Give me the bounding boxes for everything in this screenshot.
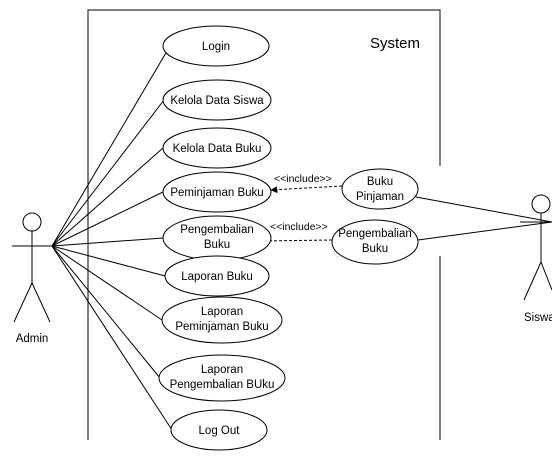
include-arrow-buku-pinjaman <box>270 185 343 194</box>
use-case-label-line-1: Buku <box>367 176 393 188</box>
use-case-laporan-buku[interactable]: Laporan Buku <box>164 255 270 297</box>
use-case-label: Kelola Data Siswa <box>170 95 264 107</box>
use-case-login[interactable]: Login <box>162 25 270 67</box>
include-label-1: <<include>> <box>274 173 332 185</box>
use-case-label-line-2: Buku <box>204 239 230 251</box>
use-case-label: Login <box>202 41 230 53</box>
use-case-label-line-2: Buku <box>362 243 388 255</box>
use-case-kelola-data-buku[interactable]: Kelola Data Buku <box>162 127 272 169</box>
use-case-label-line-2: Peminjaman Buku <box>175 321 268 333</box>
use-case-label-line-1: Laporan <box>201 306 243 318</box>
use-case-pengembalian-buku-siswa[interactable]: Pengembalian Buku <box>331 219 419 265</box>
use-case-label: Peminjaman Buku <box>170 187 263 199</box>
use-case-label-line-2: Pengembalian BUku <box>170 379 275 391</box>
use-case-pengembalian-buku[interactable]: Pengembalian Buku <box>162 215 272 261</box>
system-boundary <box>87 9 441 440</box>
actor-head-icon <box>22 212 42 232</box>
admin-associations <box>51 45 173 431</box>
use-case-log-out[interactable]: Log Out <box>170 409 268 451</box>
use-case-label: Log Out <box>199 425 241 437</box>
system-title: System <box>370 35 420 52</box>
actor-label-siswa: Siswa <box>524 312 552 324</box>
use-case-label: Laporan Buku <box>181 271 253 283</box>
use-case-label-line-1: Laporan <box>201 364 243 376</box>
actor-admin[interactable]: Admin <box>12 212 52 345</box>
use-case-label-line-1: Pengembalian <box>338 228 412 240</box>
actor-siswa[interactable]: Siswa <box>520 194 552 324</box>
include-label-2: <<include>> <box>270 221 328 233</box>
use-case-buku-pinjaman[interactable]: Buku Pinjaman <box>341 168 419 210</box>
use-case-label: Kelola Data Buku <box>173 143 262 155</box>
use-case-peminjaman-buku[interactable]: Peminjaman Buku <box>162 171 272 213</box>
siswa-associations <box>415 196 552 241</box>
use-case-laporan-pengembalian-buku[interactable]: Laporan Pengembalian BUku <box>158 354 286 402</box>
actor-head-icon <box>531 194 551 214</box>
actor-label-admin: Admin <box>16 333 49 345</box>
use-case-label-line-2: Pinjaman <box>356 191 404 203</box>
use-case-kelola-data-siswa[interactable]: Kelola Data Siswa <box>162 79 272 121</box>
use-case-laporan-peminjaman-buku[interactable]: Laporan Peminjaman Buku <box>161 296 283 344</box>
include-arrow-pengembalian <box>261 237 333 245</box>
use-case-label-line-1: Pengembalian <box>180 224 254 236</box>
